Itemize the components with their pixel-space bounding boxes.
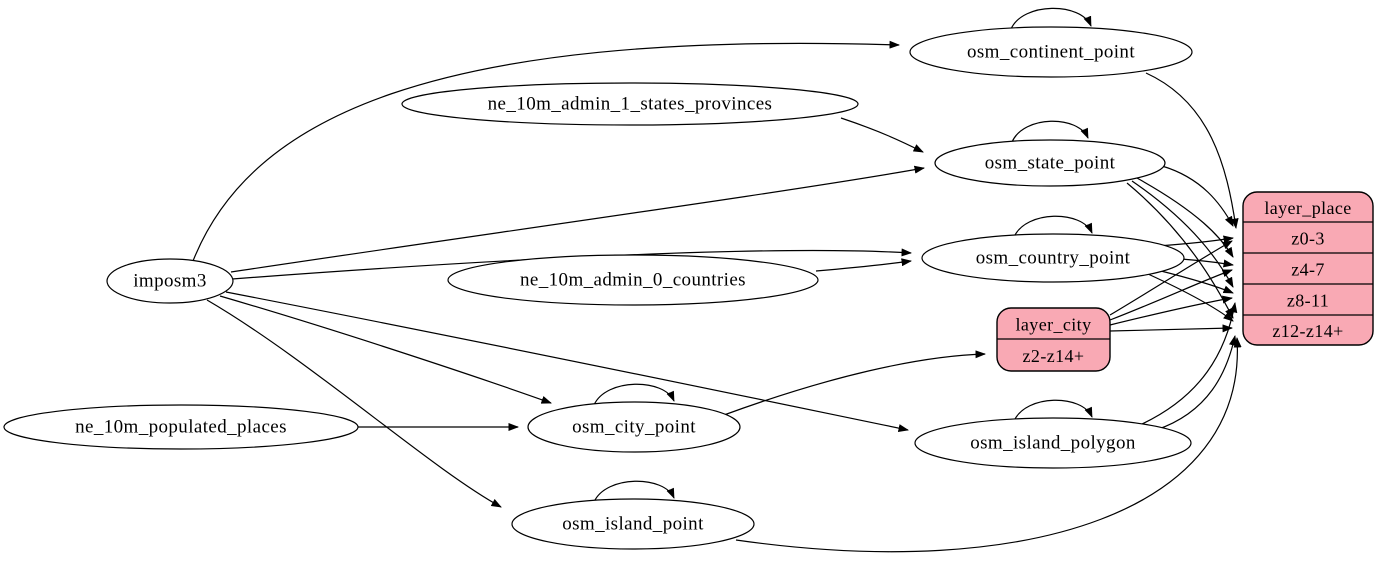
edge-imposm3-to-osm_island_polygon — [225, 291, 909, 433]
edge-osm_country_point-to-layer_place-z4-7 — [1180, 258, 1234, 268]
node-osm_island_polygon: osm_island_polygon — [914, 417, 1192, 469]
osm_continent_point-label: osm_continent_point — [967, 42, 1135, 63]
edge-imposm3-to-osm_city_point — [219, 295, 552, 404]
self-loop-osm_city_point — [593, 383, 675, 406]
layer_place-box — [1242, 191, 1374, 346]
self-loop-osm_island_polygon — [1013, 399, 1093, 422]
nodes-layer: imposm3 ne_10m_admin_1_states_provincesne… — [3, 26, 1374, 550]
edge-osm_country_point-to-layer_place-z0-3 — [1156, 235, 1234, 247]
node-osm_continent_point: osm_continent_point — [909, 26, 1193, 78]
self-loop-osm_island_point — [593, 480, 675, 503]
ne_10m_admin_1_states_provinces-ellipse — [401, 82, 859, 126]
layer_city-row-z2-z14+: z2-z14+ — [1023, 346, 1085, 366]
layer_place-row-z0-3: z0-3 — [1291, 229, 1325, 249]
node-ne_10m_admin_0_countries: ne_10m_admin_0_countries — [447, 254, 819, 306]
record-layer_city: layer_city z2-z14+ — [996, 307, 1111, 372]
ne_10m_admin_0_countries-label: ne_10m_admin_0_countries — [520, 270, 746, 291]
ne_10m_admin_0_countries-ellipse — [447, 254, 819, 306]
edge-layer_city-to-layer_place-z0-3 — [1109, 240, 1233, 316]
osm_state_point-ellipse — [934, 139, 1166, 187]
edge-osm_island_polygon-to-layer_place-z12-z14+ — [1155, 335, 1237, 431]
layer_place-row-z12-z14+: z12-z14+ — [1272, 321, 1343, 341]
node-osm_city_point: osm_city_point — [527, 401, 741, 453]
ne_10m_populated_places-label: ne_10m_populated_places — [75, 417, 287, 438]
osm_continent_point-ellipse — [909, 26, 1193, 78]
self-loop-osm_country_point — [1013, 215, 1093, 238]
osm_island_polygon-ellipse — [914, 417, 1192, 469]
osm_city_point-ellipse — [527, 401, 741, 453]
osm_island_point-ellipse — [511, 498, 755, 550]
ne_10m_populated_places-ellipse — [3, 404, 359, 450]
edge-ne_10m_admin_0_countries-to-osm_country_point — [815, 258, 912, 272]
edge-osm_island_polygon-to-layer_place-z8-11 — [1141, 302, 1238, 425]
self-loop-osm_continent_point — [1010, 7, 1092, 30]
edge-osm_island_point-to-layer_place-z12-z14+ — [735, 337, 1242, 553]
edge-layer_city-to-layer_place-z4-7 — [1109, 269, 1233, 321]
edge-osm_city_point-to-layer_city-z2-z14+ — [723, 350, 986, 416]
layer_place-row-z4-7: z4-7 — [1291, 260, 1325, 280]
self-loop-osm_state_point — [1011, 120, 1089, 143]
edge-ne_10m_admin_1_states_provinces-to-osm_state_point — [840, 117, 924, 153]
edge-osm_continent_point-to-layer_place-z0-3 — [1145, 72, 1239, 229]
edge-osm_country_point-to-layer_place-z8-11 — [1156, 269, 1234, 294]
edge-osm_state_point-to-layer_place-z4-7 — [1136, 177, 1234, 258]
edge-osm_state_point-to-layer_place-z12-z14+ — [1126, 182, 1234, 319]
osm_city_point-label: osm_city_point — [572, 417, 696, 438]
edge-imposm3-to-osm_continent_point — [192, 40, 900, 262]
imposm3-label: imposm3 — [133, 271, 207, 292]
edge-osm_state_point-to-layer_place-z0-3 — [1161, 165, 1234, 227]
node-osm_island_point: osm_island_point — [511, 498, 755, 550]
layer_place-title: layer_place — [1264, 198, 1351, 218]
osm_country_point-ellipse — [921, 233, 1185, 283]
node-osm_state_point: osm_state_point — [934, 139, 1166, 187]
osm_state_point-label: osm_state_point — [985, 153, 1116, 174]
edge-layer_city-to-layer_place-z8-11 — [1109, 295, 1233, 326]
edge-osm_country_point-to-layer_place-z12-z14+ — [1147, 273, 1234, 322]
osm_island_polygon-label: osm_island_polygon — [970, 433, 1136, 454]
imposm3-ellipse — [106, 258, 234, 304]
node-ne_10m_admin_1_states_provinces: ne_10m_admin_1_states_provinces — [401, 82, 859, 126]
osm_island_point-label: osm_island_point — [562, 514, 704, 535]
node-osm_country_point: osm_country_point — [921, 233, 1185, 283]
edge-osm_state_point-to-layer_place-z8-11 — [1131, 180, 1234, 288]
node-imposm3: imposm3 — [106, 258, 234, 304]
edges-layer — [192, 7, 1242, 553]
edge-imposm3-to-osm_island_point — [206, 299, 502, 508]
osm_country_point-label: osm_country_point — [976, 248, 1131, 269]
record-layer_place: layer_place z0-3 z4-7 z8-11 z12-z14+ — [1242, 191, 1374, 346]
edge-layer_city-to-layer_place-z12-z14+ — [1109, 324, 1233, 333]
edge-imposm3-to-osm_state_point — [230, 165, 925, 273]
node-ne_10m_populated_places: ne_10m_populated_places — [3, 404, 359, 450]
ne_10m_admin_1_states_provinces-label: ne_10m_admin_1_states_provinces — [488, 94, 773, 115]
layer_place-row-z8-11: z8-11 — [1287, 291, 1329, 311]
layer_city-title: layer_city — [1016, 315, 1092, 335]
